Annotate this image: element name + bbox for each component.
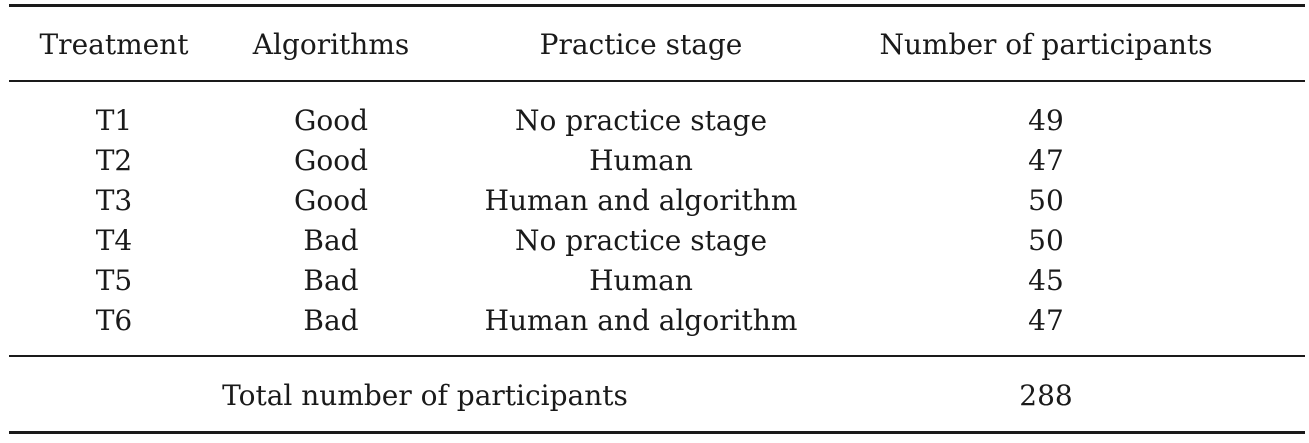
cell-participants: 50 [1028,184,1064,217]
top-rule [9,4,1305,7]
header-rule [9,80,1305,82]
cell-participants: 47 [1028,304,1064,337]
total-rule [9,355,1305,357]
cell-participants: 49 [1028,104,1064,137]
cell-algorithms: Good [293,184,369,217]
cell-participants: 47 [1028,144,1064,177]
cell-treatment: T1 [95,104,133,137]
participants-table: Treatment Algorithms Practice stage Numb… [9,0,1305,443]
cell-algorithms: Good [293,144,369,177]
bottom-rule [9,431,1305,434]
cell-practice-stage: Human [589,144,693,177]
cell-practice-stage: Human and algorithm [484,304,798,337]
cell-participants: 50 [1028,224,1064,257]
header-treatment: Treatment [39,28,189,61]
cell-treatment: T6 [95,304,133,337]
cell-practice-stage: Human and algorithm [484,184,798,217]
cell-practice-stage: Human [589,264,693,297]
cell-treatment: T5 [95,264,133,297]
cell-treatment: T3 [95,184,133,217]
total-value: 288 [1019,379,1073,412]
cell-algorithms: Bad [303,224,359,257]
header-number-of-participants: Number of participants [879,28,1213,61]
cell-practice-stage: No practice stage [514,104,768,137]
header-practice-stage: Practice stage [539,28,743,61]
cell-algorithms: Bad [303,264,359,297]
cell-practice-stage: No practice stage [514,224,768,257]
cell-algorithms: Bad [303,304,359,337]
cell-treatment: T4 [95,224,133,257]
total-label: Total number of participants [222,379,628,412]
header-algorithms: Algorithms [252,28,410,61]
cell-treatment: T2 [95,144,133,177]
cell-algorithms: Good [293,104,369,137]
cell-participants: 45 [1028,264,1064,297]
